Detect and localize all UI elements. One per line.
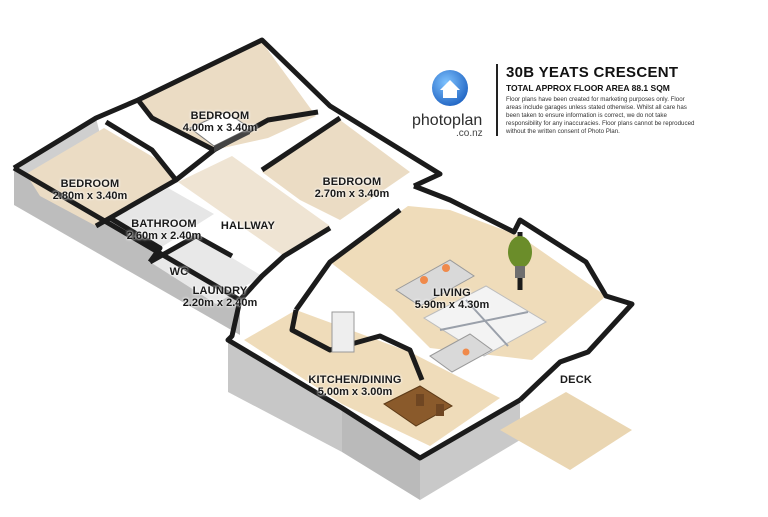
room-dims: 5.90m x 4.30m [414,299,490,311]
cushion [420,276,428,284]
room-name: LIVING [433,287,471,299]
room-name: KITCHEN/DINING [308,374,402,386]
brand-logo: photoplan .co.nz [412,112,496,139]
cushion [462,348,470,356]
room-kitchen-dining: KITCHEN/DINING 5.00m x 3.00m [300,374,410,398]
room-dims: 2.70m x 3.40m [314,188,390,200]
room-laundry: LAUNDRY 2.20m x 2.40m [170,285,270,309]
header-divider [496,64,498,136]
chair [436,404,444,416]
brand-name: photoplan [412,112,483,129]
disclaimer: Floor plans have been created for market… [506,96,695,135]
plant-pot [515,266,525,278]
rug-pattern [465,299,509,347]
walls [12,37,635,461]
room-bedroom-right: BEDROOM 2.70m x 3.40m [302,176,402,200]
brand-domain: .co.nz [456,128,483,139]
room-name: WC [169,266,189,278]
sofa [429,333,493,373]
room-name: BEDROOM [60,178,120,190]
room-hallway: HALLWAY [218,220,278,232]
room-bedroom-top: BEDROOM 4.00m x 3.40m [170,110,270,134]
room-name: HALLWAY [220,220,276,232]
room-name: BEDROOM [322,176,382,188]
fridge [331,311,355,353]
room-bathroom: BATHROOM 2.60m x 2.40m [114,218,214,242]
room-dims: 5.00m x 3.00m [317,386,393,398]
cushion [442,264,450,272]
house-globe-icon [432,70,468,106]
room-dims: 2.80m x 3.40m [52,190,128,202]
plant [508,236,532,268]
room-name: LAUNDRY [192,285,248,297]
property-address: 30B YEATS CRESCENT [506,64,679,81]
room-dims: 2.20m x 2.40m [182,297,258,309]
room-name: BATHROOM [131,218,197,230]
room-name: DECK [560,374,592,386]
floor-area: TOTAL APPROX FLOOR AREA 88.1 SQM [506,83,670,93]
sofa [395,259,475,307]
furniture [189,111,548,427]
chair [416,394,424,406]
room-wc: WC [164,266,194,278]
room-bedroom-left: BEDROOM 2.80m x 3.40m [40,178,140,202]
room-dims: 4.00m x 3.40m [182,122,258,134]
room-living: LIVING 5.90m x 4.30m [402,287,502,311]
property-info: 30B YEATS CRESCENT TOTAL APPROX FLOOR AR… [506,64,696,136]
room-dims: 2.60m x 2.40m [126,230,202,242]
room-deck: DECK [548,374,604,386]
room-name: BEDROOM [190,110,250,122]
bed-base [214,128,250,152]
